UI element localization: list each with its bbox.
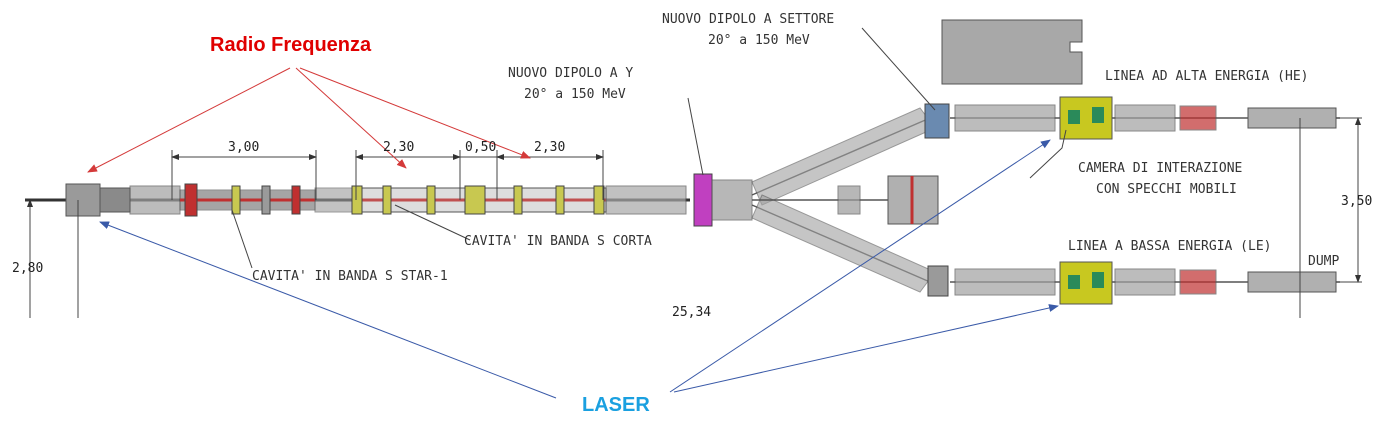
label-dipolo-y-2: 20° a 150 MeV (524, 87, 626, 102)
rf-gun (65, 183, 101, 217)
label-laser: LASER (582, 394, 650, 416)
dim-3-00: 3,00 (228, 140, 259, 155)
label-dipolo-settore-2: 20° a 150 MeV (708, 33, 810, 48)
dipolo-settore (924, 103, 950, 139)
he-branch (751, 96, 1340, 206)
leader-lines (231, 27, 1067, 269)
le-branch (751, 194, 1340, 305)
dim-25-34: 25,34 (672, 305, 711, 320)
linac (25, 173, 753, 227)
label-dipolo-settore-1: NUOVO DIPOLO A SETTORE (662, 12, 834, 27)
shielding-block (941, 19, 1083, 85)
dim-3-50: 3,50 (1341, 194, 1372, 209)
dipolo-y (693, 173, 713, 227)
label-camera-1: CAMERA DI INTERAZIONE (1078, 161, 1242, 176)
dim-2-30-b: 2,30 (534, 140, 565, 155)
camera-he (1059, 96, 1113, 140)
dimension-lines (27, 117, 1362, 318)
label-linea-le: LINEA A BASSA ENERGIA (LE) (1068, 239, 1272, 254)
label-radio-frequenza: Radio Frequenza (210, 34, 372, 56)
dim-0-50: 0,50 (465, 140, 496, 155)
label-cavita-star: CAVITA' IN BANDA S STAR-1 (252, 269, 448, 284)
label-cavita-corta: CAVITA' IN BANDA S CORTA (464, 234, 652, 249)
label-dipolo-y-1: NUOVO DIPOLO A Y (508, 66, 633, 81)
dim-2-80: 2,80 (12, 261, 43, 276)
label-dump: DUMP (1308, 254, 1339, 269)
dim-2-30-a: 2,30 (383, 140, 414, 155)
label-camera-2: CON SPECCHI MOBILI (1096, 182, 1237, 197)
laser-arrows (99, 139, 1059, 399)
label-linea-he: LINEA AD ALTA ENERGIA (HE) (1105, 69, 1309, 84)
rf-arrows (87, 67, 531, 173)
camera-le (1059, 261, 1113, 305)
